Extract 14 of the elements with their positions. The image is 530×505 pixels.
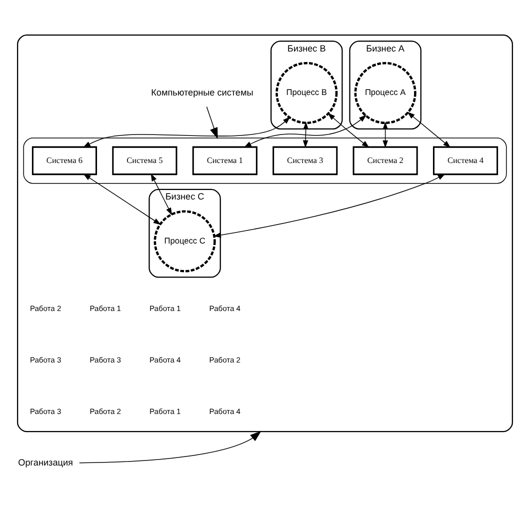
label: Работа 4 (209, 303, 240, 312)
label: Работа 1 (90, 303, 121, 312)
label: Работа 1 (150, 303, 181, 312)
label: Работа 1 (150, 406, 181, 416)
label: Работа 2 (209, 354, 240, 364)
node-text: Организация (18, 457, 73, 468)
node-text: Компьютерные системы (151, 86, 254, 97)
label: Работа 4 (209, 406, 240, 416)
label: Работа 2 (90, 406, 121, 416)
label: Работа 2 (30, 303, 62, 312)
label: Работа 3 (30, 406, 62, 416)
label: Работа 3 (90, 354, 121, 364)
label: Работа 3 (30, 354, 62, 364)
label: Работа 4 (150, 354, 181, 364)
